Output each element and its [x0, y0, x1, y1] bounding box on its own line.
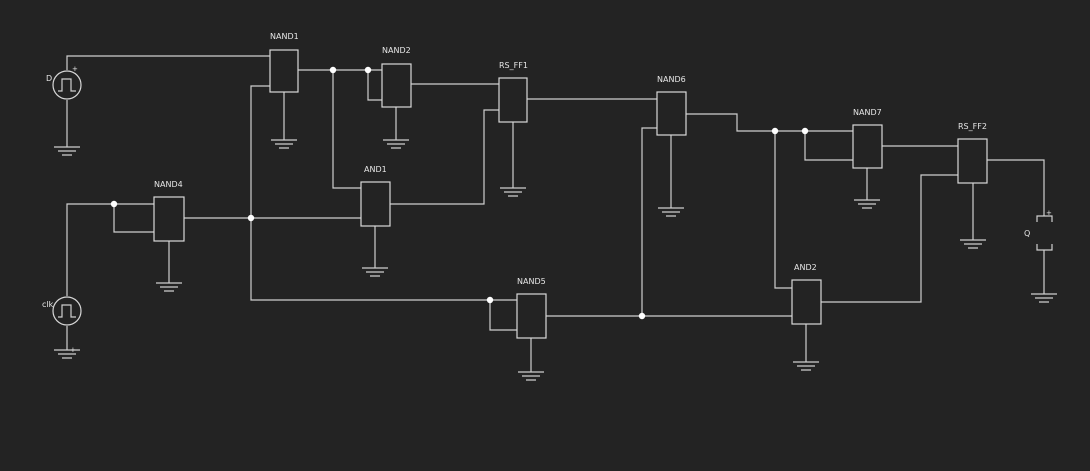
component-label: AND2 — [794, 263, 817, 272]
wire-nand5-loop — [489, 300, 517, 331]
plus-marker: + — [70, 346, 76, 354]
ground-symbols — [54, 139, 1057, 381]
component-label: RS_FF2 — [958, 122, 987, 131]
wire-nand2-loop — [367, 70, 382, 101]
junction-dot — [364, 66, 372, 74]
component-label: NAND4 — [154, 180, 183, 189]
wire-nand7-loop — [804, 131, 853, 161]
source-d-label: D — [46, 74, 52, 83]
ground-icon — [271, 139, 297, 149]
junction-dot — [329, 66, 337, 74]
wire-clk-to-nand1 — [250, 85, 270, 218]
square-wave-icon — [58, 78, 76, 92]
wire-nand6-to-and2 — [774, 131, 792, 289]
component-nand2[interactable]: NAND2 — [381, 46, 412, 108]
ground-icon — [500, 187, 526, 197]
component-label: NAND1 — [270, 32, 299, 41]
source-clk[interactable]: + clk — [42, 296, 82, 354]
wire-and2-to-rsff2 — [821, 174, 958, 303]
wire-nand1-to-and1 — [332, 70, 361, 189]
probe-q[interactable]: + Q — [1024, 209, 1053, 251]
probe-bottom-icon — [1036, 244, 1053, 251]
wire-rsff2-to-q — [987, 159, 1045, 216]
probe-q-label: Q — [1024, 229, 1030, 238]
source-d[interactable]: + D — [46, 65, 82, 100]
junction-dot — [486, 296, 494, 304]
junction-dot — [247, 214, 255, 222]
component-label: RS_FF1 — [499, 61, 528, 70]
wire-d-to-nand1 — [66, 55, 270, 70]
ground-icon — [54, 146, 80, 156]
component-and1[interactable]: AND1 — [360, 165, 391, 227]
junction-dot — [801, 127, 809, 135]
component-label: AND1 — [364, 165, 387, 174]
ground-icon — [383, 139, 409, 149]
wire-nand4-loop — [113, 204, 154, 233]
component-and2[interactable]: AND2 — [791, 263, 822, 325]
ground-icon — [854, 199, 880, 209]
source-clk-label: clk — [42, 300, 54, 309]
component-rs-ff1[interactable]: RS_FF1 — [498, 61, 528, 123]
pulse-source-icon — [52, 70, 82, 100]
junction-dot — [638, 312, 646, 320]
ground-icon — [793, 361, 819, 371]
junction-dot — [110, 200, 118, 208]
ground-icon — [960, 239, 986, 249]
ground-icon — [362, 267, 388, 277]
ground-icon — [54, 349, 80, 359]
ground-icon — [1031, 293, 1057, 303]
wire-and1-to-rsff1 — [390, 109, 499, 205]
wires — [66, 55, 1045, 372]
component-nand1[interactable]: NAND1 — [269, 32, 299, 93]
wire-clk-to-nand5 — [250, 218, 517, 301]
component-label: NAND7 — [853, 108, 882, 117]
component-label: NAND5 — [517, 277, 546, 286]
component-nand7[interactable]: NAND7 — [852, 108, 883, 169]
component-label: NAND2 — [382, 46, 411, 55]
wire-nand6-out — [686, 113, 853, 132]
component-nand4[interactable]: NAND4 — [153, 180, 185, 242]
component-rs-ff2[interactable]: RS_FF2 — [957, 122, 988, 184]
wire-nand5-to-nand6 — [641, 127, 657, 316]
plus-marker: + — [1046, 209, 1052, 217]
junctions — [110, 66, 809, 320]
ground-icon — [156, 282, 182, 292]
junction-dot — [771, 127, 779, 135]
component-nand6[interactable]: NAND6 — [656, 75, 687, 136]
component-label: NAND6 — [657, 75, 686, 84]
ground-icon — [658, 207, 684, 217]
plus-marker: + — [72, 65, 78, 73]
ground-icon — [518, 371, 544, 381]
probe-top-icon — [1036, 215, 1053, 222]
component-nand5[interactable]: NAND5 — [516, 277, 547, 339]
square-wave-icon — [58, 304, 76, 318]
pulse-source-icon — [52, 296, 82, 326]
wire-clk-source-to-nand4 — [66, 203, 154, 296]
